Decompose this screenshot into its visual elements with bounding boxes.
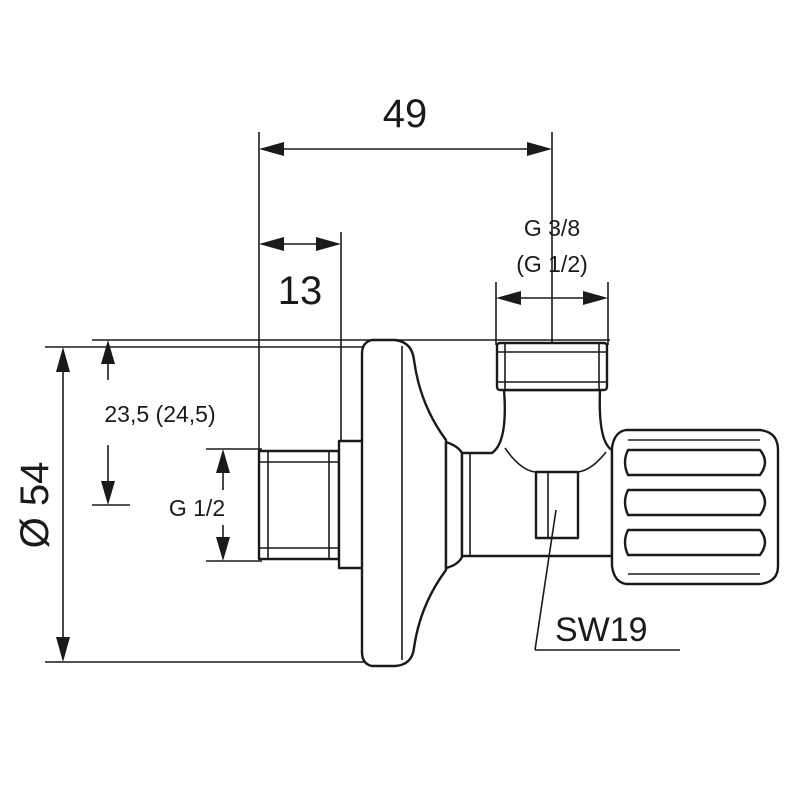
label-wrench-size: SW19 xyxy=(555,611,648,649)
label-inlet-thread: G 1/2 xyxy=(169,495,225,521)
dimension-inlet-thread xyxy=(216,449,230,561)
dimension-49 xyxy=(259,142,552,156)
label-spigot-length: 13 xyxy=(278,269,323,313)
label-rosette-diameter: Ø 54 xyxy=(13,462,57,549)
valve-body xyxy=(257,338,780,668)
sw19-leader xyxy=(534,509,680,651)
outlet-nipple xyxy=(495,341,609,392)
dimension-outlet-thread xyxy=(496,291,608,305)
rosette xyxy=(360,338,448,668)
collar xyxy=(337,439,365,570)
inlet-spigot xyxy=(257,449,341,561)
extension-lines xyxy=(45,132,610,663)
dimension-13 xyxy=(259,237,341,251)
valve-neck xyxy=(444,440,464,570)
hex-spindle xyxy=(534,470,580,540)
label-outlet-thread: G 3/8 xyxy=(524,215,580,241)
label-offset: 23,5 (24,5) xyxy=(104,401,215,427)
label-overall-width: 49 xyxy=(383,92,428,136)
dimension-23-5 xyxy=(101,340,115,505)
label-outlet-thread-alt: (G 1/2) xyxy=(516,251,588,277)
dimension-54 xyxy=(56,347,70,662)
